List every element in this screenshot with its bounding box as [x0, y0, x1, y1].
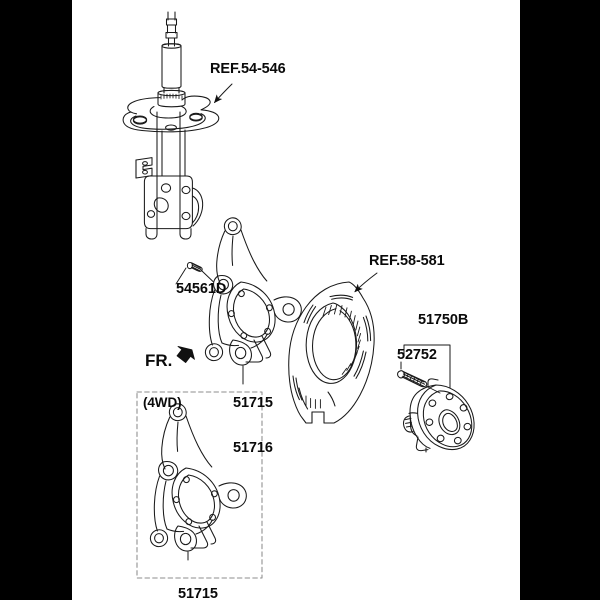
- part-number-51715-4wd: 51715: [178, 586, 218, 600]
- part-label-knuckle-2wd: 51715 51716: [233, 366, 273, 487]
- ref-label-shield: REF.58-581: [369, 253, 445, 269]
- splash-shield-drawing: [288, 281, 375, 424]
- leader-hub-assembly: [403, 344, 451, 389]
- part-number-51715-2wd: 51715: [233, 395, 273, 412]
- variant-label-4wd: (4WD): [143, 395, 182, 410]
- leader-ref-shield: [354, 272, 378, 293]
- knuckle-bolt-drawing: [175, 261, 214, 285]
- leader-ref-strut: [214, 83, 233, 104]
- wheel-hub-drawing: [402, 378, 475, 453]
- part-number-51716-2wd: 51716: [233, 440, 273, 457]
- fr-arrow-icon: [176, 346, 195, 363]
- part-label-54561D: 54561D: [176, 281, 227, 297]
- part-label-51750B: 51750B: [418, 312, 469, 328]
- part-label-52752: 52752: [397, 347, 437, 363]
- variant-4wd-box: [136, 391, 263, 579]
- strut-assembly-drawing: [122, 11, 220, 240]
- knuckle-2wd-drawing: [204, 217, 302, 366]
- ref-label-strut: REF.54-546: [210, 61, 286, 77]
- knuckle-4wd-drawing: [149, 403, 247, 552]
- hub-bolt-drawing: [397, 361, 441, 394]
- part-label-knuckle-4wd: 51715 51716: [178, 557, 218, 600]
- fr-marker-label: FR.: [145, 351, 173, 370]
